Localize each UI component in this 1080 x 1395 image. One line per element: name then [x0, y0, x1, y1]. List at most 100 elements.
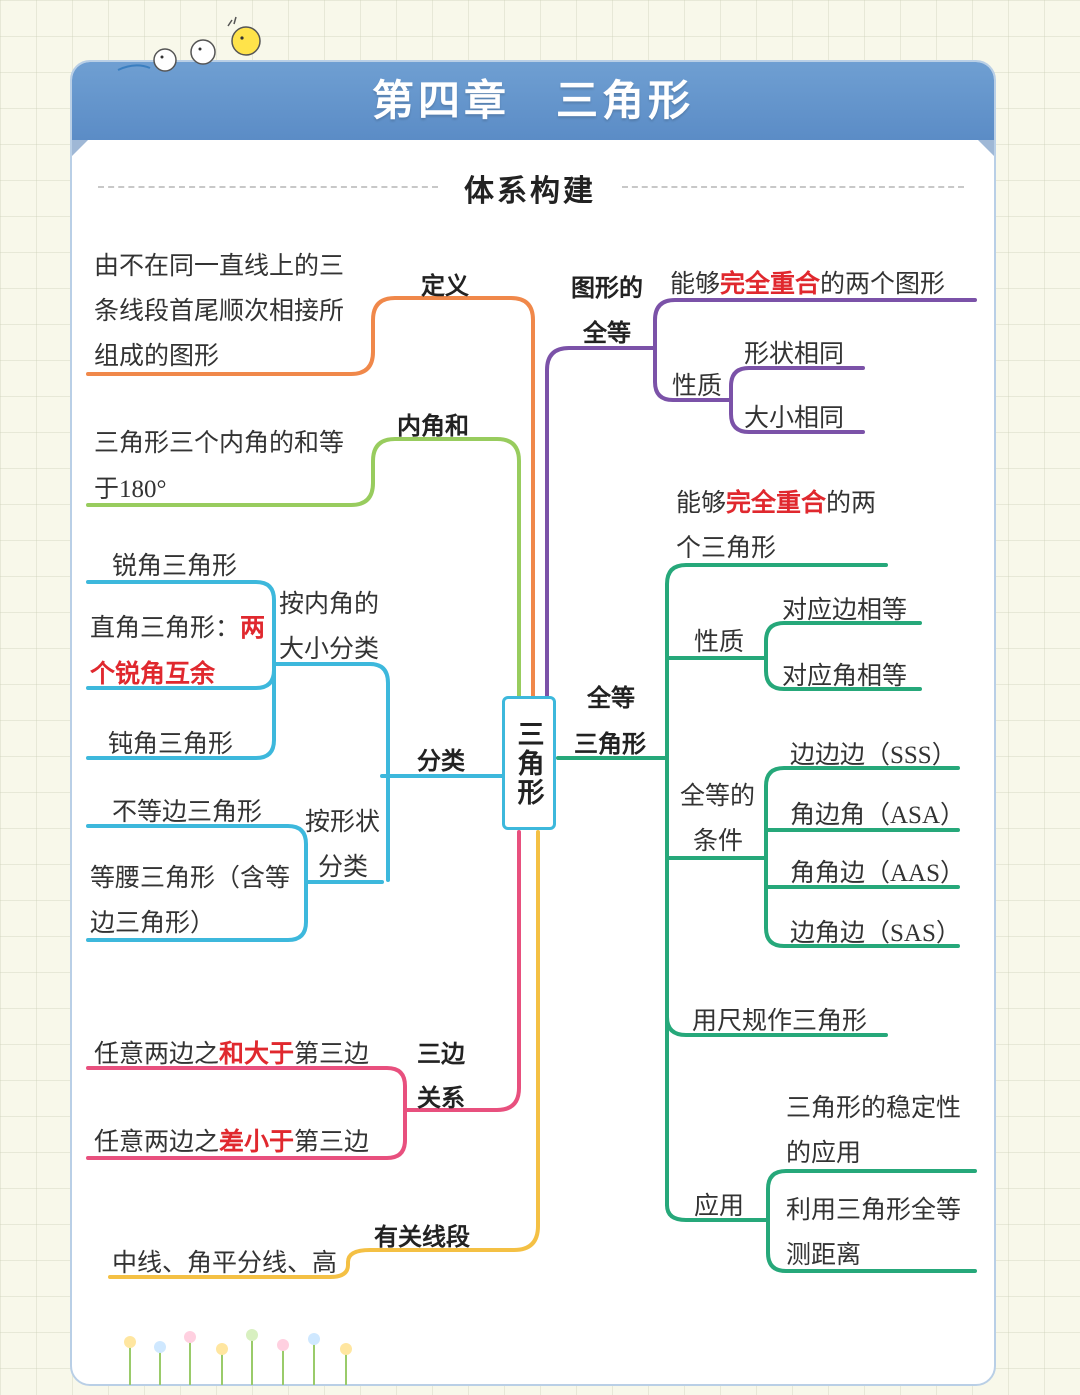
connector-ct-angle [764, 656, 922, 691]
root-node: 三角形 [502, 696, 556, 830]
connector-angle-sum [86, 437, 521, 698]
label-angle-sum: 内角和 [397, 413, 469, 440]
right-triangle-red-1: 两 [240, 615, 266, 642]
scalene-triangle: 不等边三角形 [112, 799, 263, 826]
connector-side-diff [86, 1108, 407, 1160]
label-congruent-figures-2: 全等 [583, 320, 631, 347]
definition-text-1: 由不在同一直线上的三 [94, 253, 345, 280]
connector-ct-stability [766, 1169, 977, 1222]
label-congruent-figures-1: 图形的 [571, 275, 643, 302]
cf-def-pre: 能够 [670, 271, 721, 298]
label-segments: 有关线段 [374, 1224, 470, 1251]
right-triangle-prefix: 直角三角形： [90, 615, 241, 642]
ct-property-label: 性质 [694, 629, 745, 656]
label-congruent-triangles-2: 三角形 [574, 731, 646, 758]
side-sum-pre: 任意两边之 [94, 1041, 220, 1068]
label-side-relation-2: 关系 [417, 1085, 465, 1112]
label-side-relation-1: 三边 [417, 1041, 465, 1068]
angle-sum-text-2: 于180° [94, 476, 167, 503]
ct-conditions-label-2: 条件 [693, 828, 744, 855]
right-triangle-red-2: 个锐角互余 [90, 661, 216, 688]
obtuse-triangle: 钝角三角形 [108, 731, 234, 758]
connector-ct-sas [764, 856, 960, 948]
segments-text: 中线、角平分线、高 [112, 1250, 338, 1277]
ct-condition-aas: 角角边（AAS） [790, 860, 966, 887]
acute-triangle: 锐角三角形 [112, 553, 238, 580]
ct-application-distance-1: 利用三角形全等 [786, 1197, 962, 1224]
label-congruent-triangles-1: 全等 [587, 685, 635, 712]
ct-conditions-label-1: 全等的 [680, 783, 756, 810]
section-divider-left [98, 186, 438, 188]
connector-ct-side [764, 621, 922, 660]
by-angle-label-1: 按内角的 [279, 591, 380, 618]
side-diff-post: 第三边 [294, 1129, 370, 1156]
cf-property-shape: 形状相同 [744, 341, 845, 368]
ct-definition-line-1: 能够完全重合的两 [676, 483, 876, 519]
ct-property-angles: 对应角相等 [782, 663, 908, 690]
by-angle-label-2: 大小分类 [279, 636, 380, 663]
ribbon-fold-left [72, 140, 88, 156]
side-sum-rule: 任意两边之和大于第三边 [94, 1034, 369, 1070]
label-definition: 定义 [421, 273, 469, 300]
connector-ct-trunk [665, 563, 888, 1207]
side-sum-red: 和大于 [219, 1041, 295, 1068]
connector-ct-distance [766, 1218, 977, 1273]
connector-definition [86, 296, 535, 698]
ct-application-stability-1: 三角形的稳定性 [786, 1095, 962, 1122]
ct-application-distance-2: 测距离 [786, 1242, 862, 1269]
ct-construction: 用尺规作三角形 [692, 1008, 868, 1035]
connector-ct-application [665, 1203, 770, 1222]
side-sum-post: 第三边 [294, 1041, 370, 1068]
connector-acute [86, 580, 276, 666]
angle-sum-text-1: 三角形三个内角的和等 [94, 430, 345, 457]
connector-obtuse [86, 662, 276, 760]
section-divider-right [622, 186, 964, 188]
ct-def-post: 的两 [826, 490, 877, 517]
connector-ct-sss [764, 766, 960, 860]
isosceles-triangle-2: 边三角形） [90, 910, 216, 937]
cf-property-label: 性质 [672, 373, 723, 400]
congruent-figures-definition: 能够完全重合的两个图形 [670, 264, 945, 300]
by-shape-label-1: 按形状 [305, 809, 381, 836]
right-triangle-line-1: 直角三角形：两 [90, 608, 265, 644]
connector-ct-construction [665, 1015, 888, 1037]
connector-side-relation [403, 830, 521, 1112]
cf-def-red: 完全重合 [720, 271, 821, 298]
connector-by-angle [272, 662, 390, 882]
isosceles-triangle-1: 等腰三角形（含等 [90, 865, 291, 892]
definition-text-3: 组成的图形 [94, 343, 220, 370]
ct-condition-asa: 角边角（ASA） [790, 802, 966, 829]
connector-cf-definition [653, 298, 977, 350]
chapter-title: 第四章 三角形 [371, 77, 694, 124]
connector-cf-size [729, 398, 865, 434]
ct-def-red: 完全重合 [726, 490, 827, 517]
connector-isosceles [86, 880, 308, 942]
connector-segments [108, 830, 540, 1279]
connector-cf-shape [729, 366, 865, 402]
ct-application-label: 应用 [694, 1193, 745, 1220]
ribbon-fold-right [978, 140, 994, 156]
root-label: 三角形 [513, 719, 544, 807]
connector-scalene [86, 824, 308, 884]
ct-condition-sss: 边边边（SSS） [790, 742, 957, 769]
ct-condition-sas: 边角边（SAS） [790, 920, 961, 947]
label-classification: 分类 [417, 748, 465, 775]
mind-map-card: 第四章 三角形 [70, 60, 996, 1386]
definition-text-2: 条线段首尾顺次相接所 [94, 298, 345, 325]
header-band [72, 62, 994, 140]
ct-definition-line-2: 个三角形 [676, 535, 777, 562]
side-diff-red: 差小于 [219, 1129, 295, 1156]
ct-property-sides: 对应边相等 [782, 597, 908, 624]
connector-cf-property [653, 346, 733, 402]
connector-congruent-figures [545, 346, 657, 698]
connector-side-sum [86, 1066, 407, 1112]
by-shape-label-2: 分类 [318, 854, 369, 881]
chick-icon [117, 16, 261, 72]
cf-def-post: 的两个图形 [820, 271, 946, 298]
ct-application-stability-2: 的应用 [786, 1140, 862, 1167]
section-title: 体系构建 [464, 175, 596, 208]
flowers-decoration [124, 1329, 352, 1385]
ct-def-pre: 能够 [676, 490, 727, 517]
